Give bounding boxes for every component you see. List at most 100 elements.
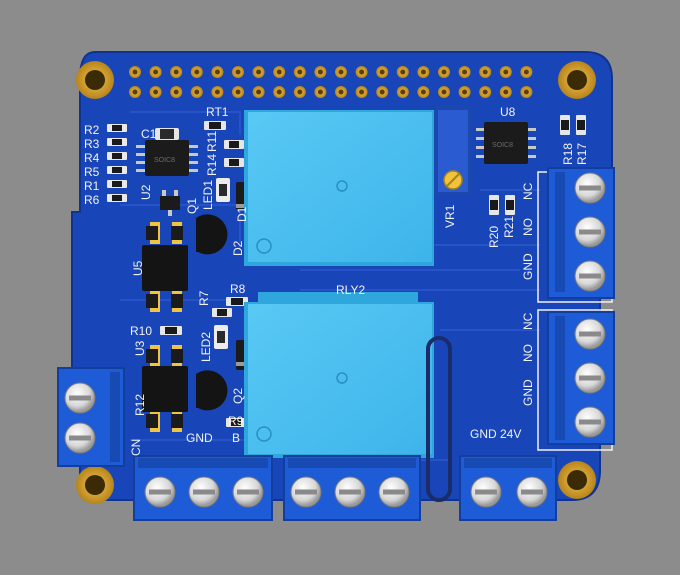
gpio-pin-hole [297,89,303,95]
chip-u8-marking: SOIC8 [492,142,514,149]
resistor-r14 [224,158,244,167]
terminal-screw-slot [69,395,91,401]
resistor-r21 [505,195,515,215]
gpio-pin-hole [317,89,323,95]
capacitor-c1 [155,128,179,140]
label-r12: R12 [133,393,147,416]
resistor-r20 [489,195,499,215]
gpio-pin-hole [132,89,138,95]
gpio-pin-hole [194,89,200,95]
gpio-pin-hole [462,89,468,95]
resistor-r18 [560,115,570,135]
gpio-pin-hole [235,69,241,75]
terminal-screw-slot [193,489,215,495]
gpio-pin-hole [297,69,303,75]
label-r10: R10 [130,324,153,338]
gpio-pin-hole [173,89,179,95]
label-d1: D1 [235,206,249,222]
gpio-pin-hole [523,89,529,95]
label-r17: R17 [575,142,589,165]
terminal-screw-slot [383,489,405,495]
label-r5: R5 [84,165,100,179]
label-led2: LED2 [199,331,213,362]
label-b-bottom: B [232,431,241,445]
terminal-screw-slot [579,331,601,337]
terminal-screw-slot [579,229,601,235]
terminal-block-left [57,367,125,467]
gpio-pin-hole [214,89,220,95]
terminal-screws [64,172,606,508]
label-u3: U3 [133,340,147,356]
gpio-pin-hole [420,69,426,75]
label-led1: LED1 [201,179,215,210]
label-nc-2: NC [521,312,535,330]
label-r20: R20 [487,225,501,248]
terminal-screw-slot [579,273,601,279]
gpio-pin-hole [523,69,529,75]
terminal-screw-slot [237,489,259,495]
transistor-small [160,190,180,216]
led-led1 [216,178,230,202]
gpio-pin-hole [338,89,344,95]
gpio-pin-hole [359,89,365,95]
label-u8: U8 [500,105,516,119]
resistor-rt1 [204,121,226,130]
chip-u8 [476,122,536,164]
led-led2 [214,325,228,349]
label-r14: R14 [205,153,219,176]
terminal-screw-slot [69,435,91,441]
label-nc-1: NC [521,182,535,200]
label-gnd-bottom: GND [186,431,213,445]
terminal-screw-slot [339,489,361,495]
diode-loop [426,336,452,502]
gpio-pin-hole [256,69,262,75]
label-vr1: VR1 [443,204,457,228]
label-r4: R4 [84,151,100,165]
label-c1: C1 [141,127,157,141]
label-r6: R6 [84,193,100,207]
gpio-pin-hole [338,69,344,75]
gpio-pin-hole [420,89,426,95]
gpio-pin-hole [503,69,509,75]
label-r3: R3 [84,137,100,151]
gpio-pin-hole [214,69,220,75]
label-d2: D2 [231,240,245,256]
gpio-pin-hole [173,69,179,75]
label-rt1: RT1 [206,105,229,119]
label-r7: R7 [197,290,211,306]
gpio-pin-hole [462,69,468,75]
label-rly2: RLY2 [336,283,366,297]
label-r11: R11 [205,130,219,152]
transistor-q2 [196,370,228,411]
gpio-pin-hole [400,69,406,75]
terminal-screw-slot [295,489,317,495]
resistor-r7 [212,308,232,317]
label-u5: U5 [131,260,145,276]
terminal-screw-slot [579,375,601,381]
gpio-pin-hole [317,69,323,75]
label-gnd-2: GND [521,379,535,406]
gpio-pin-hole [400,89,406,95]
label-q2: Q2 [231,387,245,404]
terminal-screw-slot [579,419,601,425]
label-cn: CN [129,438,143,456]
label-u2: U2 [139,184,153,200]
mounting-hole-top-left [76,61,114,99]
gpio-pin-hole [379,69,385,75]
terminal-screw-slot [149,489,171,495]
label-no-2: NO [521,344,535,362]
gpio-pin-hole [379,89,385,95]
chip-u2-marking: SOIC8 [154,157,176,164]
label-gnd-24v: GND 24V [470,427,522,441]
resistor-r8 [226,297,248,306]
chip-u2 [136,140,198,176]
gpio-pin-hole [153,69,159,75]
chip-u3 [142,345,188,432]
relay-1 [244,110,434,266]
transistor-q1 [196,214,228,255]
gpio-pin-hole [482,69,488,75]
resistor-r9 [226,418,246,427]
mounting-hole-bottom-right [558,461,596,499]
